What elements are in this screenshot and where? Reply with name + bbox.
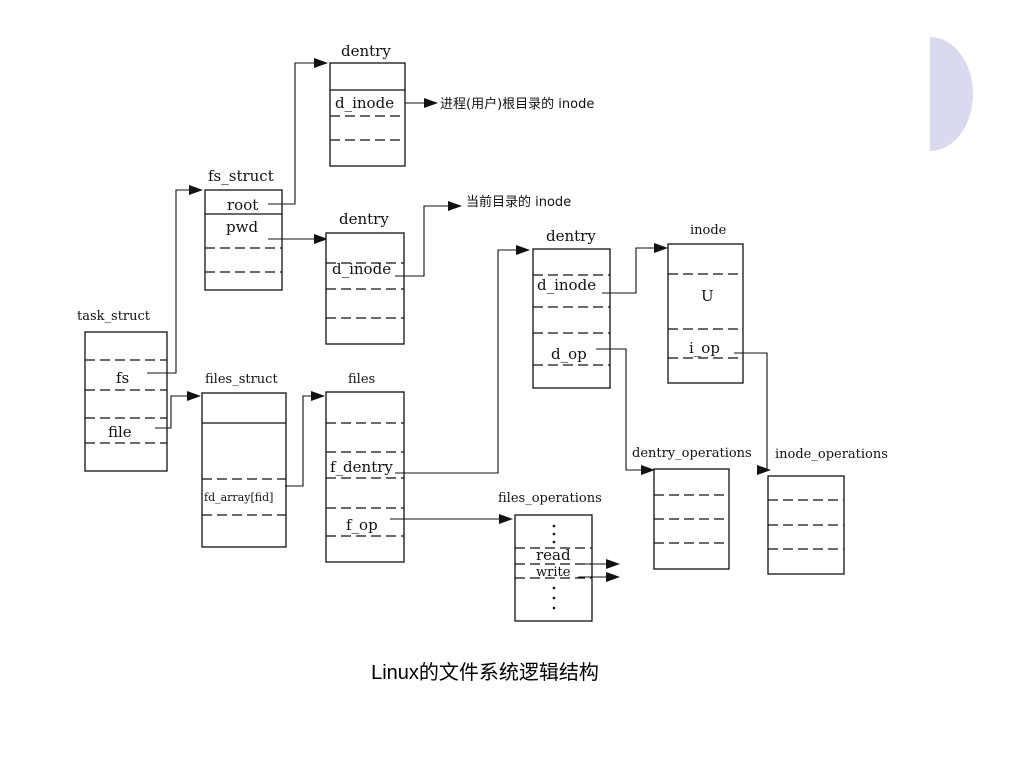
files-struct-box (201, 392, 287, 548)
decorative-half-circle (930, 37, 973, 151)
cur-inode-note: 当前目录的 inode (466, 194, 571, 210)
fd-array-to-files-arrow (285, 391, 325, 487)
dentry-top-title: dentry (341, 42, 391, 60)
dentry-right-d-op: d_op (551, 345, 587, 363)
i-op-to-inode-operations-arrow (734, 352, 771, 475)
dentry-operations-box (653, 468, 730, 570)
files-box (325, 391, 405, 563)
f-dentry-to-dentry-arrow (395, 245, 530, 474)
inode-title: inode (690, 223, 727, 238)
task-struct-title: task_struct (77, 309, 151, 324)
d-inode-to-inode-arrow (602, 243, 668, 294)
d-op-to-dentry-operations-arrow (596, 348, 654, 471)
fs-struct-pwd: pwd (226, 218, 258, 236)
file-to-files-struct-arrow (155, 391, 201, 429)
files-operations-write: write (536, 565, 571, 580)
task-struct-fs: fs (116, 369, 129, 387)
files-operations-title: files_operations (498, 491, 602, 506)
files-struct-fd-array: fd_array[fid] (204, 491, 273, 504)
root-inode-note: 进程(用户)根目录的 inode (440, 96, 594, 112)
slide-caption: Linux的文件系统逻辑结构 (371, 662, 599, 684)
dentry-top-d-inode: d_inode (335, 94, 394, 112)
files-struct-title: files_struct (205, 372, 278, 387)
dentry-operations-title: dentry_operations (632, 446, 752, 461)
inode-operations-title: inode_operations (775, 447, 888, 462)
inode-i-op: i_op (689, 339, 720, 357)
fs-struct-box (204, 189, 283, 291)
dentry-right-d-inode: d_inode (537, 276, 596, 294)
fs-to-fs-struct-arrow (147, 185, 203, 374)
inode-box (667, 243, 744, 384)
dentry-mid-d-inode: d_inode (332, 260, 391, 278)
files-title: files (348, 372, 375, 387)
files-f-dentry: f_dentry (330, 458, 393, 476)
cur-inode-arrow (395, 201, 462, 277)
dentry-right-box (532, 248, 611, 389)
dentry-mid-title: dentry (339, 210, 389, 228)
task-struct-box (84, 331, 168, 472)
fs-struct-title: fs_struct (208, 167, 274, 185)
fs-struct-root: root (227, 196, 258, 214)
dentry-mid-box (325, 232, 405, 345)
dentry-top-box (329, 62, 406, 167)
root-to-dentry-arrow (268, 58, 328, 205)
task-struct-file: file (108, 423, 132, 441)
inode-operations-box (767, 475, 845, 575)
files-f-op: f_op (346, 516, 378, 534)
files-operations-box (514, 514, 593, 622)
files-operations-read: read (536, 546, 571, 564)
dentry-right-title: dentry (546, 227, 596, 245)
inode-u: U (701, 287, 714, 305)
